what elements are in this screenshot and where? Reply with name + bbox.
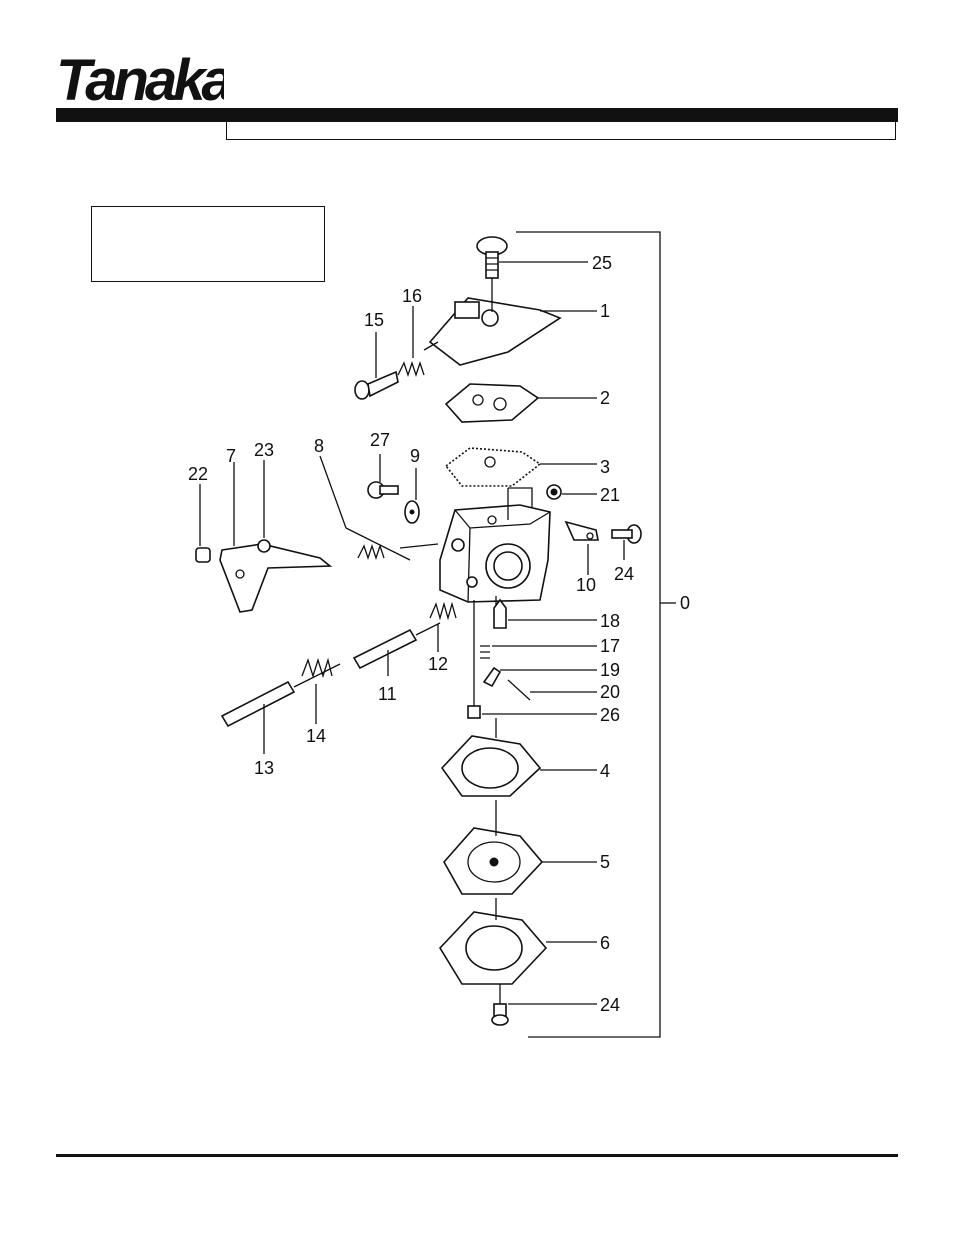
label-8: 8 (314, 436, 324, 456)
part-25-screw (477, 237, 588, 278)
label-2: 2 (600, 388, 610, 408)
label-12: 12 (428, 654, 448, 674)
label-17: 17 (600, 636, 620, 656)
part-7-throttle-lever (220, 462, 330, 612)
label-13: 13 (254, 758, 274, 778)
label-21: 21 (600, 485, 620, 505)
label-6: 6 (600, 933, 610, 953)
part-2-gasket (446, 384, 597, 422)
part-23-clip (258, 460, 270, 552)
label-15: 15 (364, 310, 384, 330)
part-21-nut (547, 485, 597, 499)
part-26-screw (468, 600, 597, 718)
footer-rule (56, 1154, 898, 1157)
label-23: 23 (254, 440, 274, 460)
part-6-cover (440, 898, 597, 984)
assembly-bracket (516, 232, 676, 1037)
part-5-diaphragm (444, 800, 597, 894)
label-1: 1 (600, 301, 610, 321)
label-20: 20 (600, 682, 620, 702)
part-22-pin (196, 484, 210, 562)
part-labels: 0 25 1 16 15 2 27 9 3 21 22 7 23 8 10 24… (188, 253, 690, 1015)
part-1-pump-cover (424, 278, 597, 365)
label-3: 3 (600, 457, 610, 477)
label-10: 10 (576, 575, 596, 595)
label-26: 26 (600, 705, 620, 725)
label-4: 4 (600, 761, 610, 781)
label-22: 22 (188, 464, 208, 484)
label-19: 19 (600, 660, 620, 680)
part-24-screw-lower (492, 984, 597, 1025)
label-16: 16 (402, 286, 422, 306)
label-18: 18 (600, 611, 620, 631)
part-20-pin (508, 680, 597, 700)
label-25: 25 (592, 253, 612, 273)
label-24-lower: 24 (600, 995, 620, 1015)
part-15-screw (355, 332, 398, 399)
carburetor-body (440, 488, 550, 602)
label-5: 5 (600, 852, 610, 872)
part-16-spring (398, 306, 424, 375)
label-7: 7 (226, 446, 236, 466)
label-9: 9 (410, 446, 420, 466)
part-8-spring (320, 456, 438, 560)
part-9-washer (405, 468, 419, 523)
label-27: 27 (370, 430, 390, 450)
part-10-clip (566, 522, 598, 575)
part-12-spring (430, 604, 456, 652)
part-17-spring (480, 646, 597, 658)
part-27-screw (368, 454, 398, 498)
assembly-label: 0 (680, 593, 690, 613)
label-24-upper: 24 (614, 564, 634, 584)
part-4-gasket (442, 718, 597, 796)
label-14: 14 (306, 726, 326, 746)
part-3-diaphragm (446, 448, 597, 486)
part-19-lever (484, 668, 597, 686)
part-24-screw-upper (612, 525, 641, 560)
label-11: 11 (378, 684, 397, 704)
